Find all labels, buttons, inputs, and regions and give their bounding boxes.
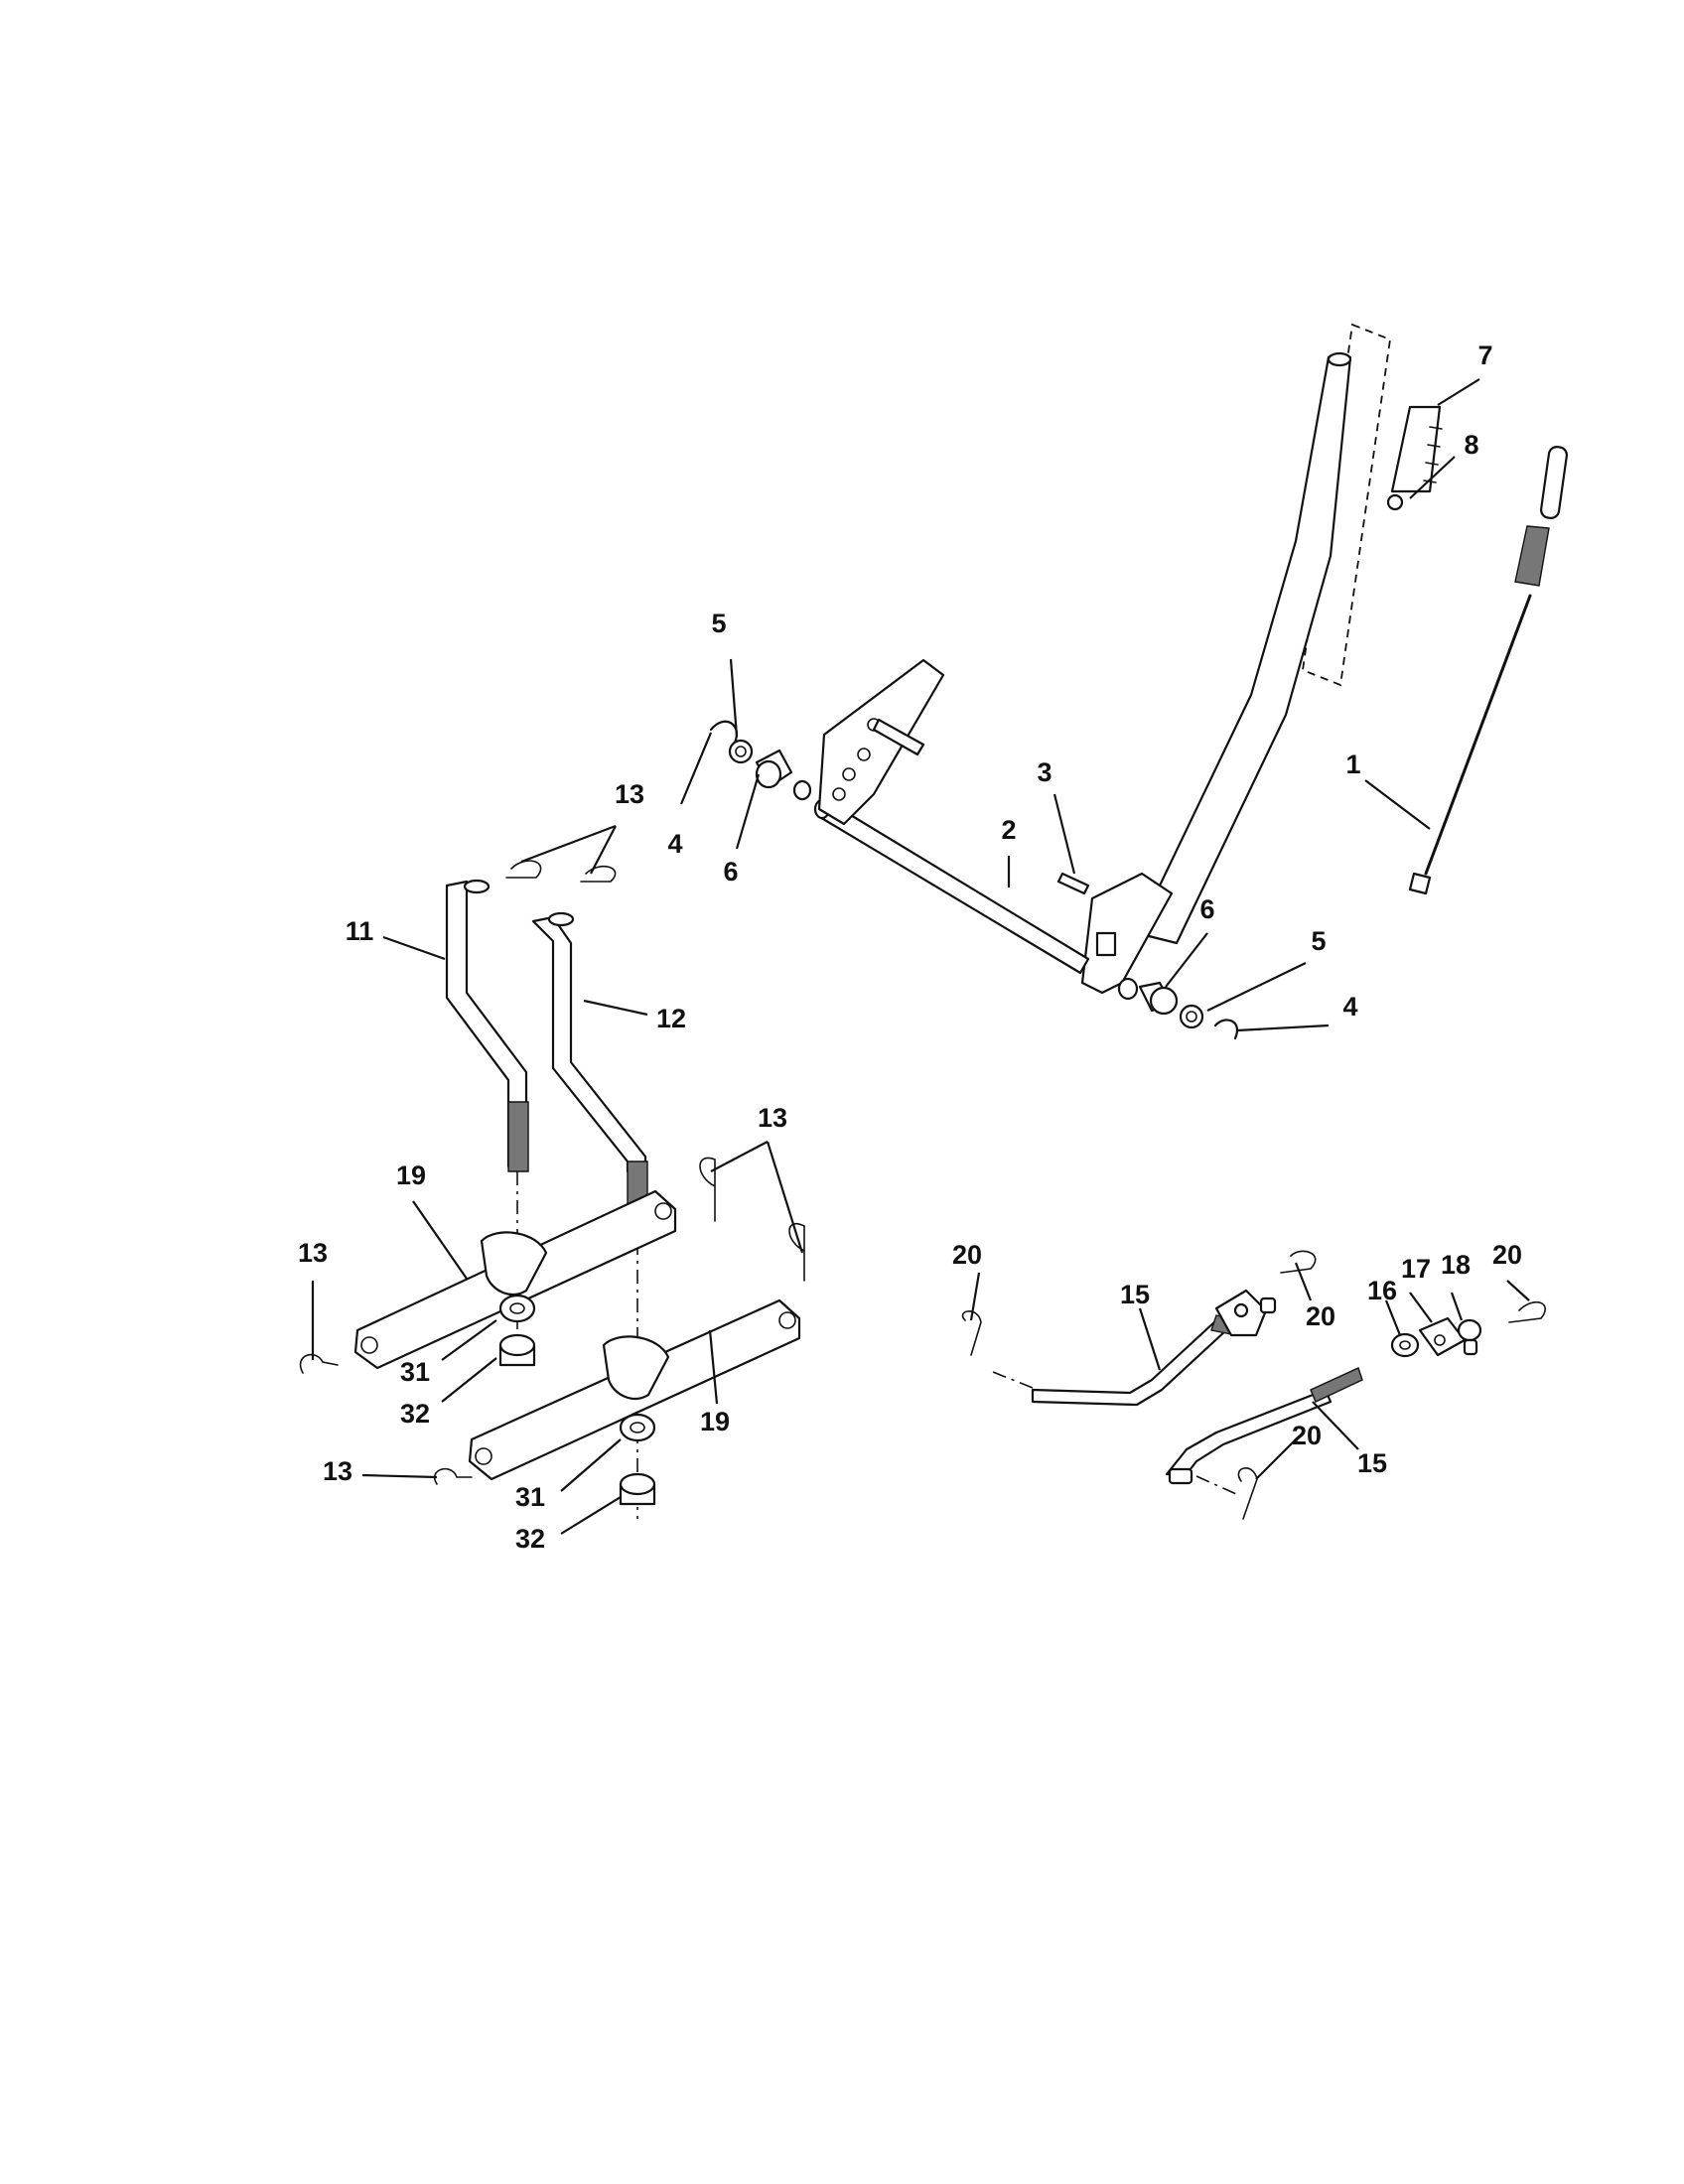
callout-18: 18 xyxy=(1441,1250,1471,1280)
lift-arm-lower xyxy=(468,1298,801,1481)
callout-15-upper: 15 xyxy=(1120,1280,1150,1309)
callout-2: 2 xyxy=(1001,815,1016,845)
callout-31-lower: 31 xyxy=(515,1482,545,1512)
callout-labels: 1 2 3 4 4 5 5 6 6 7 8 11 12 13 13 13 13 … xyxy=(298,341,1522,1554)
callout-6-right: 6 xyxy=(1199,894,1214,924)
callout-13-right: 13 xyxy=(758,1103,787,1133)
leader-lines xyxy=(311,378,1530,1535)
callout-6-left: 6 xyxy=(723,857,738,887)
lift-link-11 xyxy=(445,879,529,1172)
lift-cable xyxy=(1408,446,1568,895)
callout-17: 17 xyxy=(1401,1254,1431,1284)
link-rod-upper xyxy=(1031,1289,1277,1407)
callout-8: 8 xyxy=(1464,430,1478,460)
callout-19-lower: 19 xyxy=(700,1407,730,1436)
callout-19-upper: 19 xyxy=(396,1160,426,1190)
callout-13-top: 13 xyxy=(615,779,644,809)
callout-20-bottom: 20 xyxy=(1292,1421,1322,1450)
callout-15-lower: 15 xyxy=(1357,1448,1387,1478)
callout-3: 3 xyxy=(1037,757,1052,787)
callout-32-upper: 32 xyxy=(400,1399,430,1429)
callout-7: 7 xyxy=(1477,341,1492,370)
lift-arm-upper xyxy=(353,1189,677,1370)
callout-1: 1 xyxy=(1345,750,1360,779)
callout-4-left: 4 xyxy=(667,829,682,859)
mounting-plate xyxy=(817,658,945,826)
callout-12: 12 xyxy=(656,1004,686,1033)
callout-13-bottom: 13 xyxy=(323,1456,352,1486)
handle-grip xyxy=(1386,405,1443,511)
callout-4-right: 4 xyxy=(1342,992,1357,1022)
adjustment-hardware xyxy=(1390,1316,1482,1358)
callout-20-mid: 20 xyxy=(1306,1301,1335,1331)
link-rod-lower xyxy=(1165,1367,1363,1485)
hitch-pins-20 xyxy=(961,1250,1546,1520)
lift-handle xyxy=(1080,323,1391,995)
callout-32-lower: 32 xyxy=(515,1524,545,1554)
right-shaft-hardware xyxy=(1117,977,1238,1040)
bushings-nuts xyxy=(498,1294,656,1506)
callout-20-left: 20 xyxy=(952,1240,982,1270)
left-shaft-hardware xyxy=(709,720,812,801)
callout-13-left: 13 xyxy=(298,1238,328,1268)
roll-pin xyxy=(1056,872,1090,895)
callout-5-left: 5 xyxy=(711,609,726,638)
lift-shaft xyxy=(813,798,1090,975)
callout-20-right: 20 xyxy=(1492,1240,1522,1270)
callout-5-right: 5 xyxy=(1311,926,1326,956)
callout-31-upper: 31 xyxy=(400,1357,430,1387)
callout-16: 16 xyxy=(1367,1276,1397,1305)
hitch-pins-other xyxy=(299,1157,805,1485)
lift-link-12 xyxy=(531,911,648,1237)
callout-11: 11 xyxy=(346,916,374,946)
hitch-pins-top xyxy=(505,860,617,883)
